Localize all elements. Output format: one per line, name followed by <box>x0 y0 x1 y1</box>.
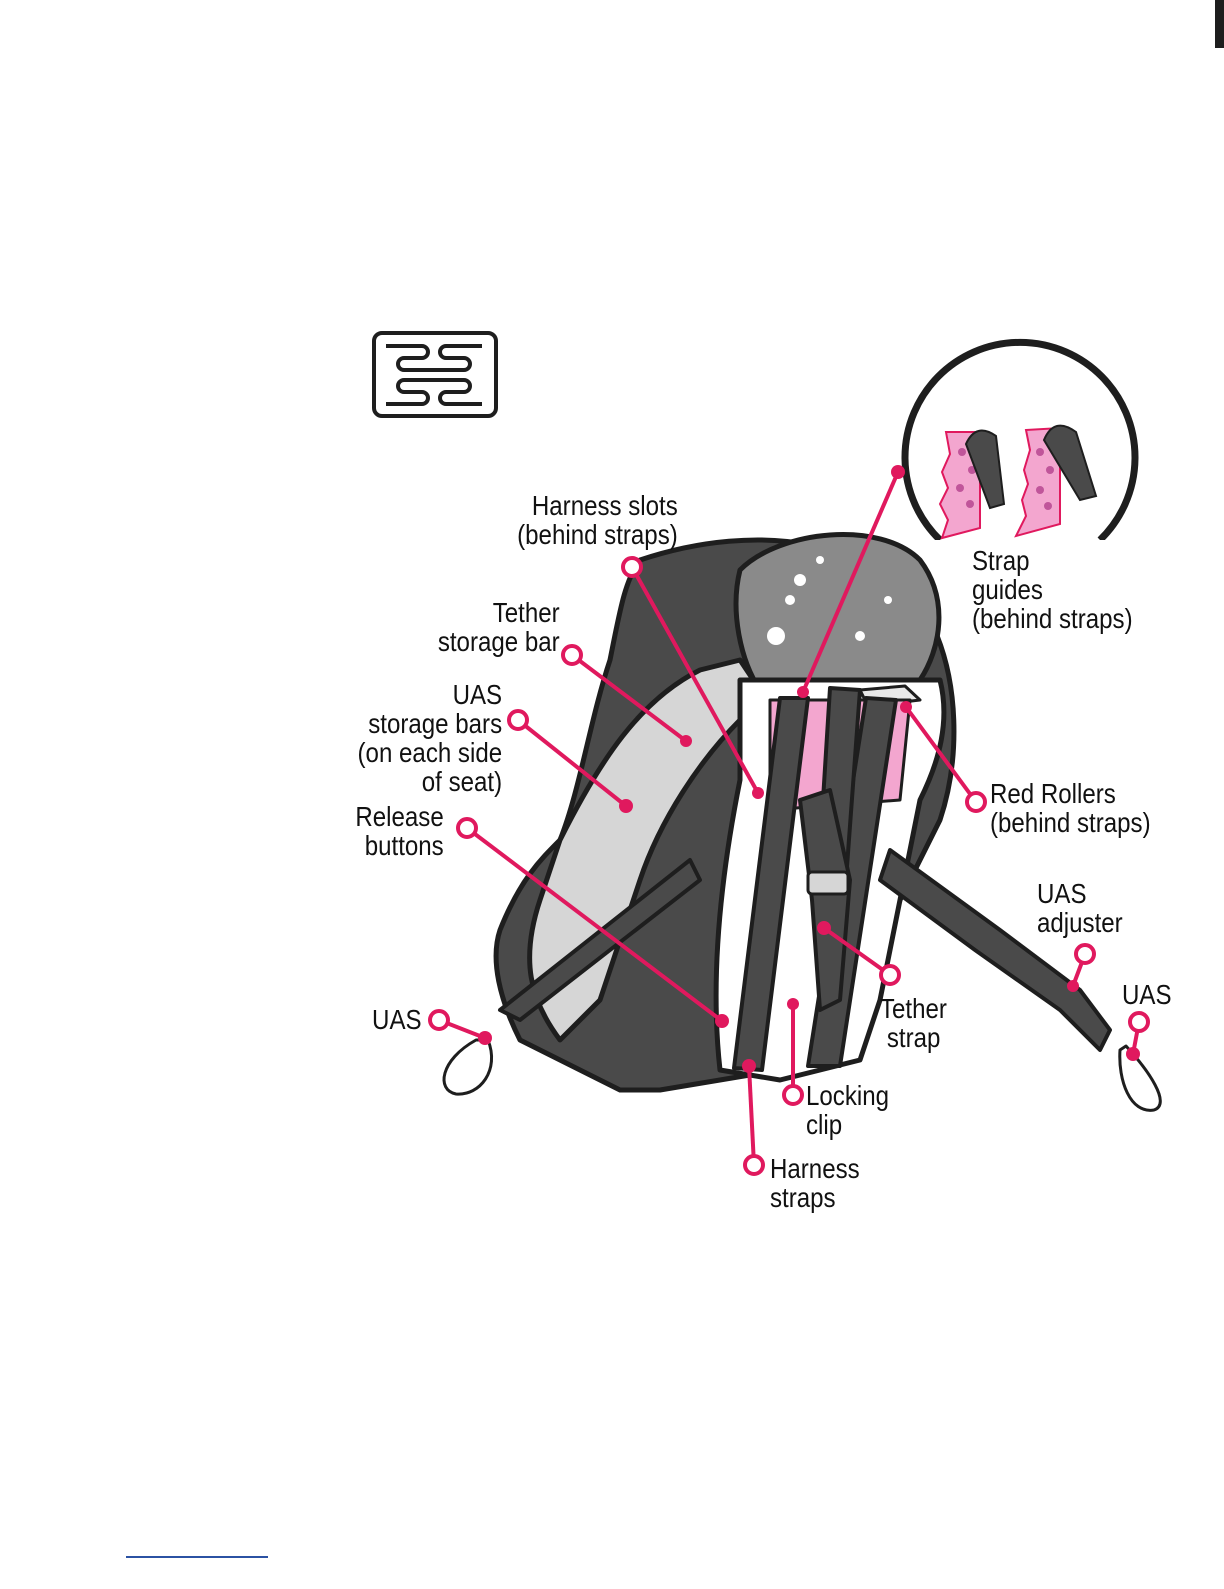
locking-clip-symbol-icon <box>374 333 496 416</box>
label-red-rollers: Red Rollers(behind straps) <box>990 779 1151 837</box>
label-uas-right: UAS <box>1122 980 1172 1009</box>
label-harness-slots: Harness slots(behind straps) <box>517 491 678 549</box>
strap-guides-inset <box>900 342 1140 560</box>
label-uas-left: UAS <box>372 1005 422 1034</box>
